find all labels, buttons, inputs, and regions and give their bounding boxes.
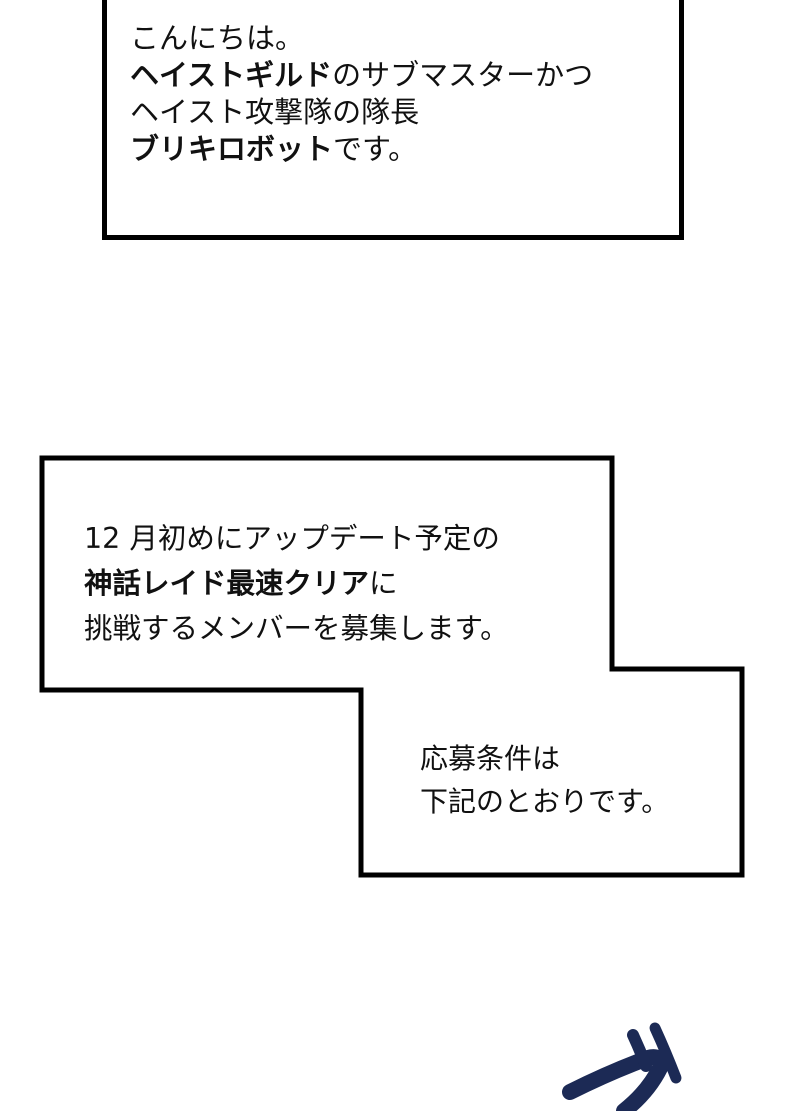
- greeting-line-1: こんにちは。: [130, 20, 593, 57]
- conditions-line-2: 下記のとおりです。: [420, 780, 669, 823]
- greeting-text: こんにちは。 ヘイストギルドのサブマスターかつ ヘイスト攻撃隊の隊長 ブリキロボ…: [130, 20, 593, 168]
- guild-name: ヘイストギルド: [130, 58, 333, 92]
- greeting-line-4: ブリキロボットです。: [130, 131, 593, 168]
- recruitment-line-1: 12 月初めにアップデート予定の: [84, 516, 509, 561]
- conditions-line-2-seg-1: 下記のとおりです。: [420, 785, 670, 818]
- greeting-line-2: ヘイストギルドのサブマスターかつ: [130, 57, 593, 94]
- stepped-box-outline: [39, 455, 745, 878]
- greeting-line-3: ヘイスト攻撃隊の隊長: [130, 94, 593, 131]
- greeting-line-1-seg-1: こんにちは。: [130, 21, 305, 55]
- character-name: ブリキロボット: [130, 132, 334, 166]
- recruitment-line-3-seg-1: 挑戦するメンバーを募集します。: [84, 612, 509, 645]
- narration-box-greeting: [102, 0, 684, 240]
- greeting-line-3-seg-1: ヘイスト攻撃隊の隊長: [130, 95, 420, 129]
- recruitment-line-1-seg-1: 12 月初めにアップデート予定の: [84, 522, 500, 555]
- raid-name: 神話レイド最速クリア: [84, 567, 370, 600]
- conditions-line-1-seg-1: 応募条件は: [420, 742, 561, 775]
- recruitment-line-2-seg-2: に: [369, 567, 398, 600]
- greeting-line-4-seg-2: です。: [333, 132, 418, 166]
- greeting-line-2-seg-2: のサブマスターかつ: [332, 58, 594, 92]
- sfx-stroke-vertical-2: [649, 1022, 682, 1084]
- conditions-line-1: 応募条件は: [420, 737, 669, 780]
- recruitment-text: 12 月初めにアップデート予定の 神話レイド最速クリアに 挑戦するメンバーを募集…: [84, 516, 509, 651]
- recruitment-line-2: 神話レイド最速クリアに: [84, 561, 509, 606]
- conditions-text: 応募条件は 下記のとおりです。: [420, 737, 669, 823]
- recruitment-line-3: 挑戦するメンバーを募集します。: [84, 606, 509, 651]
- sfx-stroke-horizontal: [562, 1049, 669, 1111]
- sfx-stroke-vertical-1: [627, 1029, 652, 1072]
